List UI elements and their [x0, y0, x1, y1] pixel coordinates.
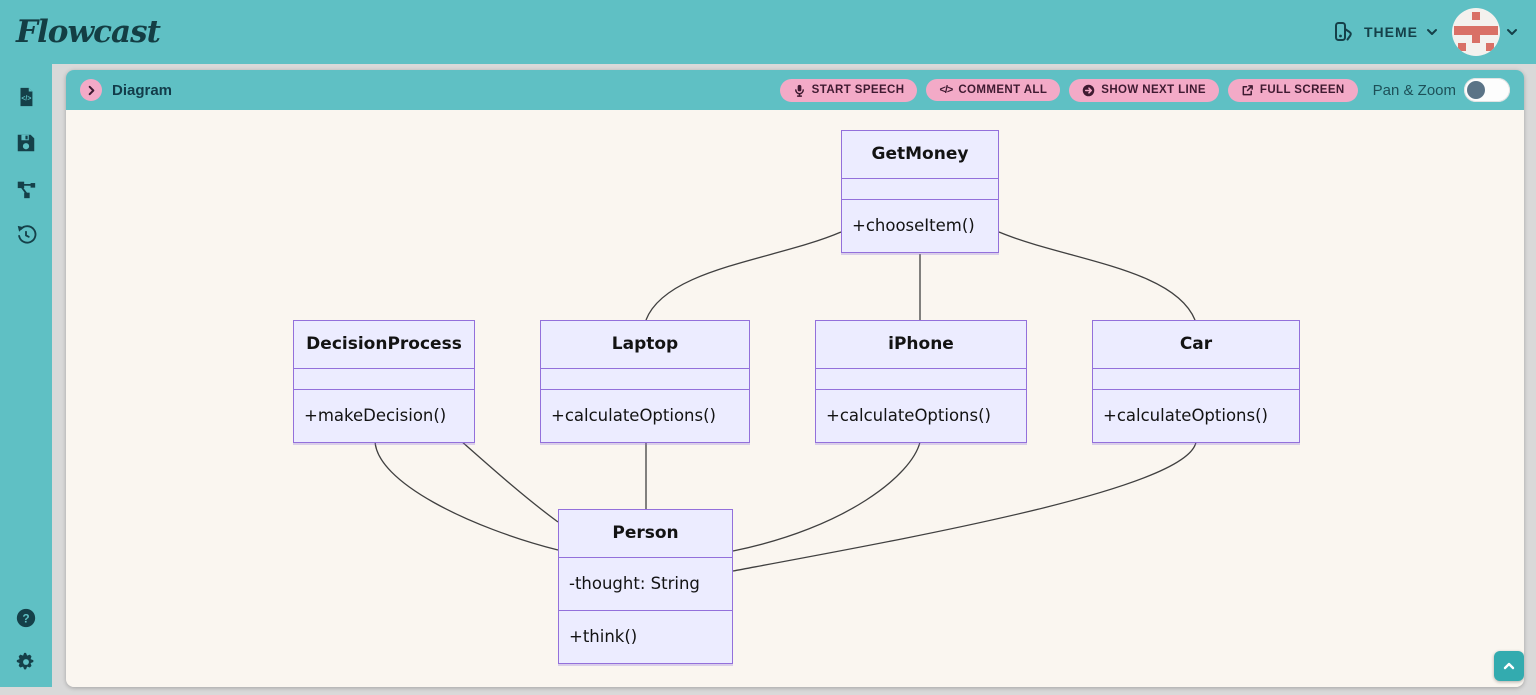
- uml-method: +makeDecision(): [304, 406, 447, 425]
- main-area: </> ?: [0, 64, 1536, 695]
- history-icon[interactable]: [15, 224, 37, 246]
- edge-iPhone-Person: [732, 441, 921, 552]
- uml-attributes-section: [842, 178, 998, 199]
- uml-class-title: DecisionProcess: [306, 334, 462, 354]
- pan-zoom-label: Pan & Zoom: [1372, 81, 1456, 99]
- app-header: Flowcast THEME: [0, 0, 1536, 64]
- uml-attributes-section: -thought: String: [559, 557, 732, 610]
- uml-class-title: Laptop: [611, 334, 679, 354]
- sidebar-top-group: </>: [15, 86, 37, 246]
- app-logo[interactable]: Flowcast: [16, 14, 161, 50]
- uml-method: +calculateOptions(): [551, 406, 716, 425]
- toggle-knob: [1467, 81, 1485, 99]
- uml-class-title: GetMoney: [871, 144, 969, 164]
- comment-all-label: COMMENT ALL: [958, 84, 1048, 96]
- file-code-icon[interactable]: </>: [15, 86, 37, 108]
- show-next-line-label: SHOW NEXT LINE: [1101, 84, 1206, 96]
- collapse-panel-button[interactable]: [80, 79, 102, 101]
- avatar: [1452, 8, 1500, 56]
- edge-Car-Person: [732, 441, 1197, 572]
- full-screen-button[interactable]: FULL SCREEN: [1227, 78, 1358, 102]
- uml-methods-section: +makeDecision(): [294, 389, 474, 442]
- pan-zoom-control: Pan & Zoom: [1373, 78, 1510, 102]
- user-menu[interactable]: [1452, 8, 1518, 56]
- uml-attributes-section: [816, 368, 1026, 389]
- diagram-panel: Diagram START SPEECH </> COMMENT ALL: [66, 70, 1524, 687]
- scroll-to-top-button[interactable]: [1494, 651, 1524, 681]
- save-icon[interactable]: [15, 132, 37, 154]
- comment-all-button[interactable]: </> COMMENT ALL: [926, 79, 1061, 101]
- uml-class-Person[interactable]: Person -thought: String +think(): [558, 509, 733, 664]
- uml-methods-section: +chooseItem(): [842, 199, 998, 252]
- edge-DecisionProcess-Person: [459, 439, 559, 523]
- swatchbook-icon: [1335, 22, 1352, 41]
- edge-DecisionProcess-Person: [374, 439, 559, 551]
- uml-method: +think(): [569, 627, 638, 646]
- uml-class-DecisionProcess[interactable]: DecisionProcess +makeDecision(): [293, 320, 475, 443]
- uml-attributes-section: [541, 368, 749, 389]
- uml-class-title: Person: [612, 523, 679, 543]
- uml-method: +calculateOptions(): [1103, 406, 1268, 425]
- code-icon: </>: [939, 84, 953, 96]
- diagram-canvas[interactable]: GetMoney +chooseItem() DecisionProcess +mak…: [66, 110, 1524, 687]
- uml-methods-section: +calculateOptions(): [1093, 389, 1299, 442]
- start-speech-button[interactable]: START SPEECH: [779, 78, 918, 102]
- panel-title: Diagram: [112, 81, 173, 99]
- expand-icon: [1242, 84, 1253, 95]
- diagram-panel-header: Diagram START SPEECH </> COMMENT ALL: [66, 70, 1524, 110]
- show-next-line-button[interactable]: SHOW NEXT LINE: [1069, 78, 1219, 102]
- arrow-circle-icon: [1083, 84, 1095, 96]
- uml-attributes-section: [1093, 368, 1299, 389]
- edge-GetMoney-Laptop: [645, 231, 842, 321]
- uml-class-title: iPhone: [888, 334, 954, 354]
- settings-gear-icon[interactable]: [15, 651, 37, 673]
- uml-class-Laptop[interactable]: Laptop +calculateOptions(): [540, 320, 750, 443]
- theme-button[interactable]: THEME: [1332, 20, 1438, 44]
- header-right: THEME: [1332, 8, 1518, 56]
- chevron-right-icon: [88, 85, 94, 95]
- toolbar: START SPEECH </> COMMENT ALL SHOW NEXT L…: [779, 78, 1510, 102]
- diagram-tree-icon[interactable]: [15, 178, 37, 200]
- chevron-up-icon: [1503, 662, 1515, 670]
- uml-method: +calculateOptions(): [826, 406, 991, 425]
- uml-methods-section: +think(): [559, 610, 732, 663]
- sidebar-bottom-group: ?: [15, 607, 37, 673]
- pan-zoom-toggle[interactable]: [1464, 78, 1510, 102]
- svg-text:?: ?: [22, 612, 29, 626]
- chevron-down-icon: [1427, 29, 1437, 35]
- edge-GetMoney-Car: [998, 231, 1196, 321]
- svg-text:</>: </>: [21, 96, 31, 103]
- uml-attribute: -thought: String: [569, 574, 700, 593]
- uml-class-Car[interactable]: Car +calculateOptions(): [1092, 320, 1300, 443]
- full-screen-label: FULL SCREEN: [1259, 84, 1345, 96]
- uml-methods-section: +calculateOptions(): [541, 389, 749, 442]
- uml-attributes-section: [294, 368, 474, 389]
- sidebar: </> ?: [0, 64, 52, 687]
- avatar-identicon-icon: [1454, 12, 1498, 51]
- uml-method: +chooseItem(): [852, 216, 975, 235]
- theme-label: THEME: [1364, 24, 1418, 40]
- help-icon[interactable]: ?: [15, 607, 37, 629]
- uml-class-iPhone[interactable]: iPhone +calculateOptions(): [815, 320, 1027, 443]
- uml-class-GetMoney[interactable]: GetMoney +chooseItem(): [841, 130, 999, 253]
- uml-class-title: Car: [1179, 334, 1213, 354]
- chevron-down-icon: [1507, 29, 1517, 35]
- uml-methods-section: +calculateOptions(): [816, 389, 1026, 442]
- start-speech-label: START SPEECH: [811, 84, 905, 96]
- microphone-icon: [794, 84, 804, 97]
- uml-edges-layer: [374, 231, 1197, 572]
